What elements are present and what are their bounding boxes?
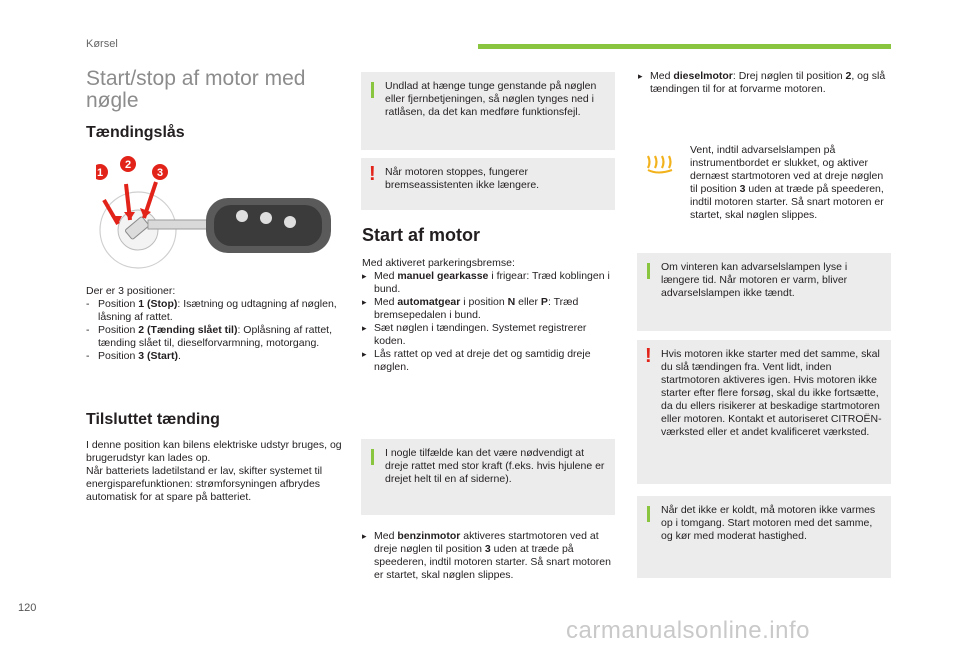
info-bar-icon [647,506,650,522]
accessory-heading: Tilsluttet tænding [86,411,220,428]
ignition-positions: Der er 3 positioner: -Position 1 (Stop):… [86,285,348,363]
position-3-item: -Position 3 (Start). [86,350,181,362]
exclamation-icon: ! [369,163,376,185]
page-title: Start/stop af motor med nøgle [86,67,306,112]
position-2-item: -Position 2 (Tænding slået til): Oplåsni… [86,324,333,349]
triangle-bullet-icon: ▸ [638,71,643,81]
key-fob-icon: 1 2 3 [92,156,331,269]
ignition-heading: Tændingslås [86,124,185,141]
glow-plug-icon [646,152,674,176]
positions-intro: Der er 3 positioner: [86,285,176,297]
diesel-step: ▸Med dieselmotor: Drej nøglen til positi… [638,70,886,95]
section-label: Kørsel [86,38,118,50]
info-bar-icon [371,82,374,98]
triangle-bullet-icon: ▸ [362,349,367,359]
position-1-item: -Position 1 (Stop): Isætning og udtagnin… [86,298,337,323]
section-accent-bar [478,44,891,49]
triangle-bullet-icon: ▸ [362,531,367,541]
start-heading: Start af motor [362,225,481,245]
glow-wait-text: Vent, indtil advarselslampen på instrume… [690,144,884,221]
info-box-winter: Om vinteren kan advarselslampen lyse i l… [637,253,891,331]
watermark: carmanualsonline.info [566,617,810,644]
triangle-bullet-icon: ▸ [362,323,367,333]
start-intro: Med aktiveret parkeringsbremse: [362,257,515,269]
triangle-bullet-icon: ▸ [362,271,367,281]
info-box-steering-force: I nogle tilfælde kan det være nødvendigt… [361,439,615,515]
start-step-insert-key: ▸Sæt nøglen i tændingen. Systemet regist… [362,322,587,347]
info-box-heavy-items: Undlad at hænge tunge genstande på nøgle… [361,72,615,150]
start-steps: Med aktiveret parkeringsbremse: ▸Med man… [362,257,618,374]
start-step-manual: ▸Med manuel gearkasse i frigear: Træd ko… [362,270,610,295]
info-bar-icon [647,263,650,279]
start-step-unlock: ▸Lås rattet op ved at dreje det og samti… [362,348,591,373]
callout-3: 3 [157,167,163,179]
info-bar-icon [371,449,374,465]
petrol-step: ▸Med benzinmotor aktiveres startmotoren … [362,530,611,581]
callout-2: 2 [125,159,131,171]
exclamation-icon: ! [645,345,652,367]
page-number: 120 [18,602,37,614]
triangle-bullet-icon: ▸ [362,297,367,307]
warning-box-no-start: ! Hvis motoren ikke starter med det samm… [637,340,891,484]
ignition-key-illustration: 1 2 3 [92,150,336,270]
start-step-automatic: ▸Med automatgear i position N eller P: T… [362,296,579,321]
warning-box-brake-assist: ! Når motoren stoppes, fungerer bremseas… [361,158,615,210]
accessory-text: I denne position kan bilens elektriske u… [86,439,342,503]
callout-1: 1 [97,167,103,179]
info-box-idle-warmup: Når det ikke er koldt, må motoren ikke v… [637,496,891,578]
